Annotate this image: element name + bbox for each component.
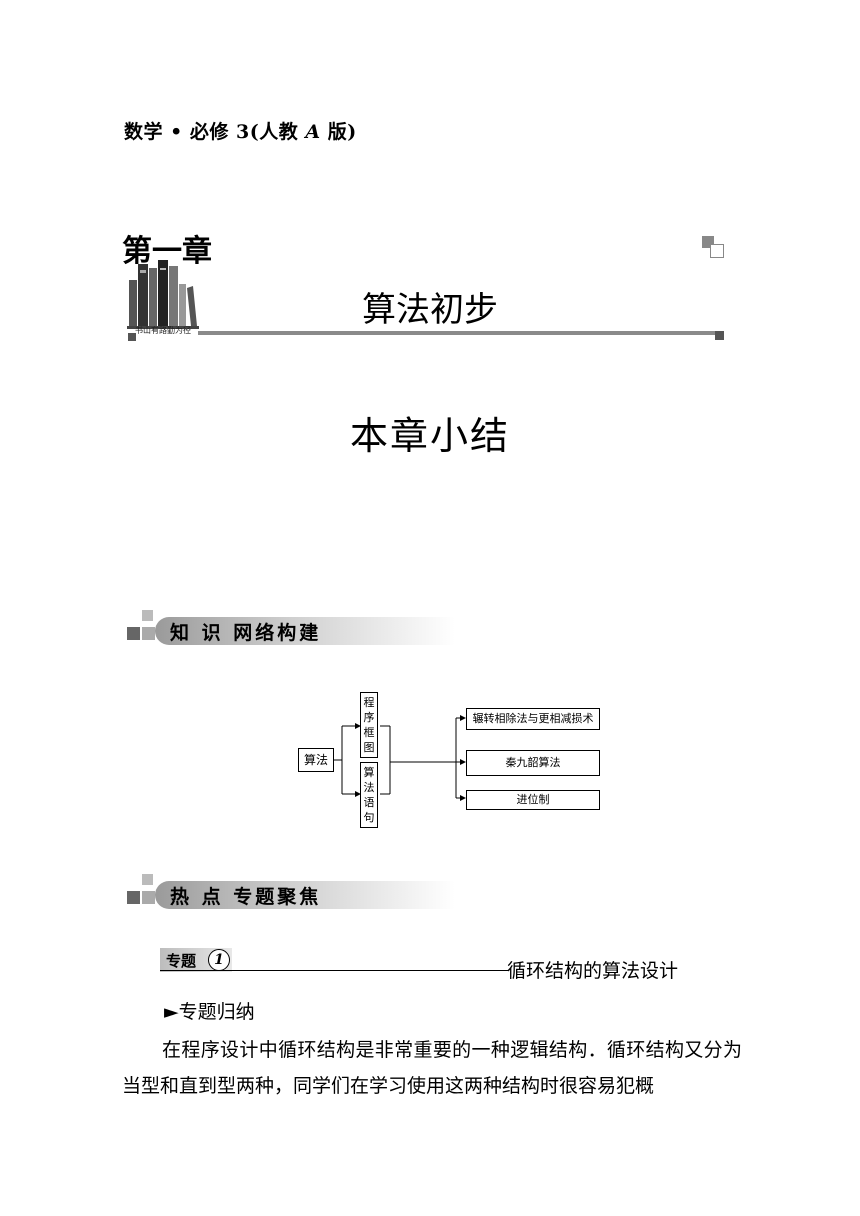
diagram-node-flowchart: 程 序 框 图 — [360, 692, 378, 758]
section-banner — [155, 881, 455, 909]
diagram-char: 序 — [363, 711, 375, 724]
diagram-char: 框 — [363, 726, 375, 739]
books-caption: 书山有路勤为径 — [135, 326, 191, 335]
knowledge-diagram: 算法 程 序 框 图 算 法 语 句 辗转相除法与更相减损术 秦九韶算法 进位制 — [290, 690, 610, 830]
diagram-char: 句 — [363, 811, 375, 824]
section-square-icon — [127, 891, 140, 904]
topic-badge: 专题 1 — [160, 948, 232, 972]
section-square-icon — [142, 610, 153, 621]
corner-square-outline-icon — [710, 244, 724, 258]
topic-subhead: ►专题归纳 — [164, 1001, 255, 1023]
header-prefix: 数学 • 必修 3(人教 — [124, 121, 306, 143]
section-square-icon — [142, 891, 155, 904]
section-label-knowledge: 知 识 网络构建 — [170, 622, 322, 644]
diagram-char: 语 — [363, 796, 375, 809]
diagram-output-qin: 秦九韶算法 — [466, 750, 600, 776]
diagram-char: 法 — [363, 781, 375, 794]
diagram-output-base: 进位制 — [466, 790, 600, 810]
diagram-output-euclid: 辗转相除法与更相减损术 — [466, 708, 600, 730]
diagram-connectors — [334, 715, 466, 801]
summary-title: 本章小结 — [349, 414, 510, 458]
header-edition-letter: A — [305, 121, 321, 143]
section-square-icon — [142, 874, 153, 885]
topic-underline — [160, 970, 508, 971]
header-suffix: 版) — [320, 121, 357, 143]
topic-number-badge: 1 — [208, 949, 230, 971]
diagram-char: 图 — [363, 741, 375, 754]
topic-paragraph: 在程序设计中循环结构是非常重要的一种逻辑结构．循环结构又分为当型和直到型两种，同… — [122, 1039, 742, 1097]
chapter-rule — [198, 331, 720, 335]
section-label-hotspot: 热 点 专题聚焦 — [170, 886, 322, 908]
topic-title: 循环结构的算法设计 — [507, 960, 679, 982]
books-icon — [127, 260, 199, 329]
diagram-char: 程 — [363, 696, 375, 709]
diagram-char: 算 — [363, 766, 375, 779]
running-header: 数学 • 必修 3(人教 A 版) — [124, 117, 357, 144]
section-square-icon — [127, 627, 140, 640]
section-square-icon — [142, 627, 155, 640]
rule-cap-right — [715, 331, 724, 340]
diagram-node-statements: 算 法 语 句 — [360, 762, 378, 828]
topic-badge-text: 专题 — [166, 952, 197, 970]
chapter-title: 算法初步 — [362, 290, 498, 330]
section-banner — [155, 617, 455, 645]
diagram-node-root: 算法 — [298, 748, 334, 772]
rule-cap-left — [128, 333, 136, 341]
